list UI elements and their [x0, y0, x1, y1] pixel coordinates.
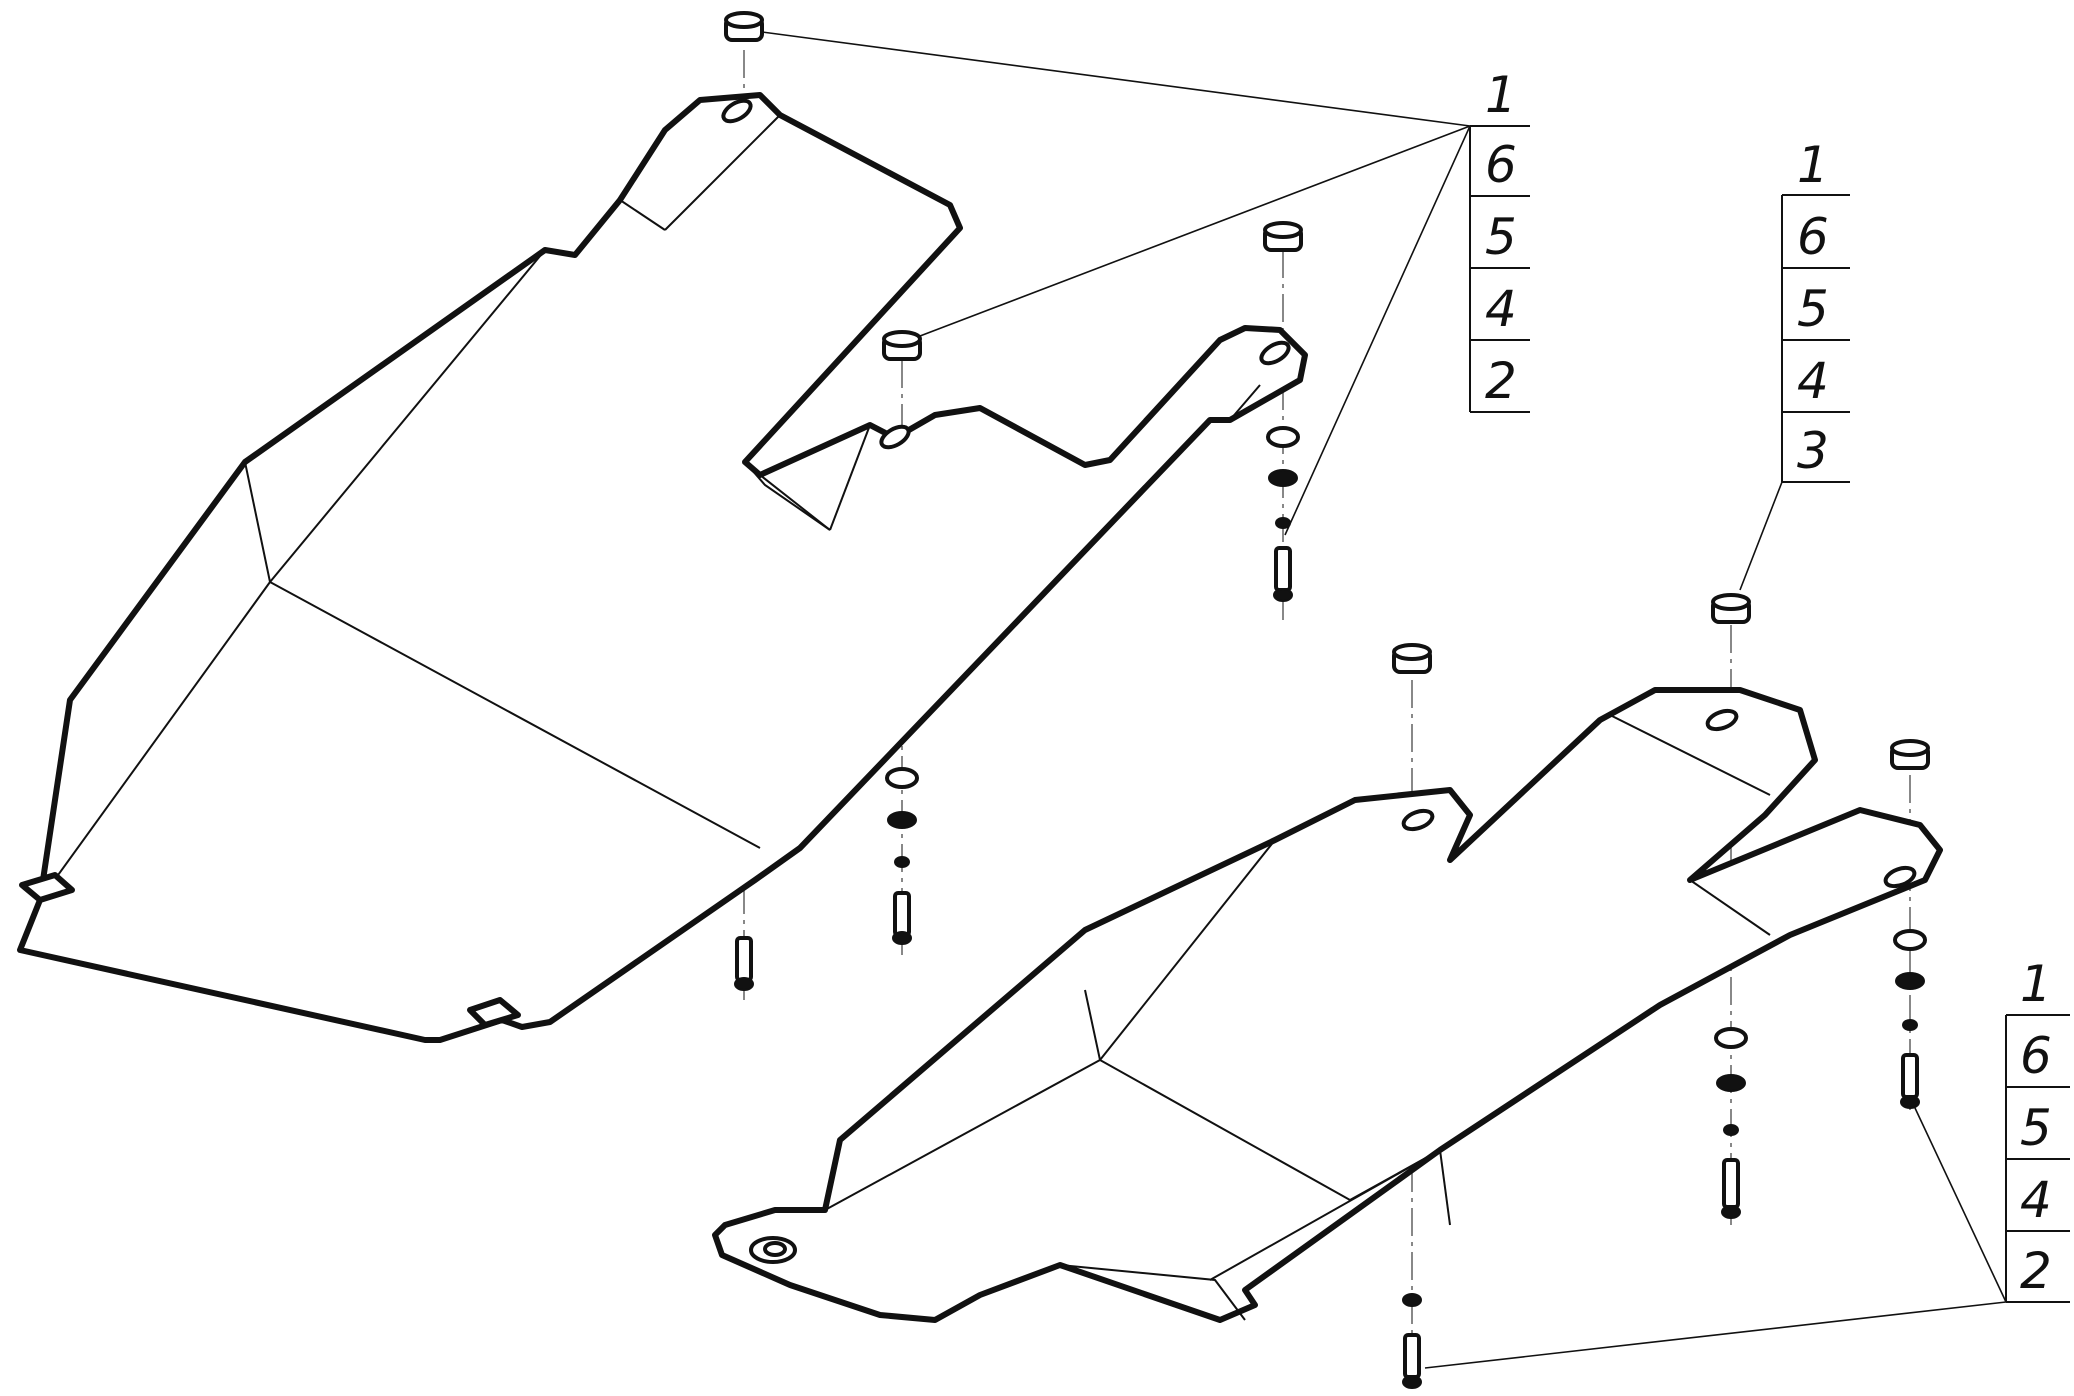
bolt-upper-middle	[892, 891, 912, 945]
callout-table-c: 1 6 5 4 2	[2005, 955, 2070, 1303]
bolt-upper-right	[1273, 546, 1293, 602]
washer-stack-lower-middle	[1714, 1027, 1748, 1136]
mount-slot	[879, 424, 911, 450]
nut-upper-middle	[882, 330, 922, 361]
callout-c-item-5: 2	[2020, 1242, 2052, 1300]
callout-a-item-3: 5	[1485, 208, 1517, 266]
callout-a-item-5: 2	[1485, 352, 1517, 410]
callout-b-item-5: 3	[1797, 422, 1829, 480]
washer-stack-upper-right	[1266, 426, 1300, 529]
callout-table-a: 1 6 5 4 2	[1469, 66, 1530, 413]
mount-slot	[721, 98, 753, 124]
washer-lower-left	[1402, 1293, 1422, 1307]
upper-skid-plate	[17, 92, 1308, 1043]
mount-slot	[1705, 708, 1739, 732]
callout-b-item-3: 5	[1797, 280, 1829, 338]
callout-a-item-2: 6	[1485, 136, 1517, 194]
callout-c-item-1: 1	[2020, 955, 2052, 1013]
callout-c-item-4: 4	[2020, 1171, 2052, 1229]
nut-upper-right	[1263, 221, 1303, 252]
callout-b-item-1: 1	[1797, 136, 1829, 194]
bolt-lower-right	[1900, 1053, 1920, 1109]
callout-a-item-4: 4	[1485, 280, 1517, 338]
mount-slot	[1259, 340, 1291, 366]
callout-a-item-1: 1	[1485, 66, 1517, 124]
mount-slot	[1401, 808, 1435, 832]
nut-top-left	[724, 11, 764, 42]
callout-b-item-2: 6	[1797, 208, 1829, 266]
nut-lower-middle	[1711, 593, 1751, 624]
hardware	[724, 11, 1930, 1389]
callout-table-b: 1 6 5 4 3	[1781, 136, 1850, 483]
callout-c-item-2: 6	[2020, 1027, 2052, 1085]
lower-skid-plate	[712, 687, 1943, 1323]
callout-c-item-3: 5	[2020, 1099, 2052, 1157]
drain-hole-inner	[763, 1241, 787, 1257]
nut-lower-right	[1890, 739, 1930, 770]
nut-lower-left	[1392, 643, 1432, 674]
bolt-lower-left	[1402, 1333, 1422, 1389]
leader-lines	[761, 31, 2007, 1369]
washer-stack-lower-right	[1893, 929, 1927, 1031]
bolt-lower-middle	[1721, 1158, 1741, 1219]
washer-stack-upper-middle	[885, 767, 919, 868]
mount-slot	[1883, 865, 1917, 889]
bolt-upper-left	[734, 936, 754, 991]
callout-b-item-4: 4	[1797, 352, 1829, 410]
